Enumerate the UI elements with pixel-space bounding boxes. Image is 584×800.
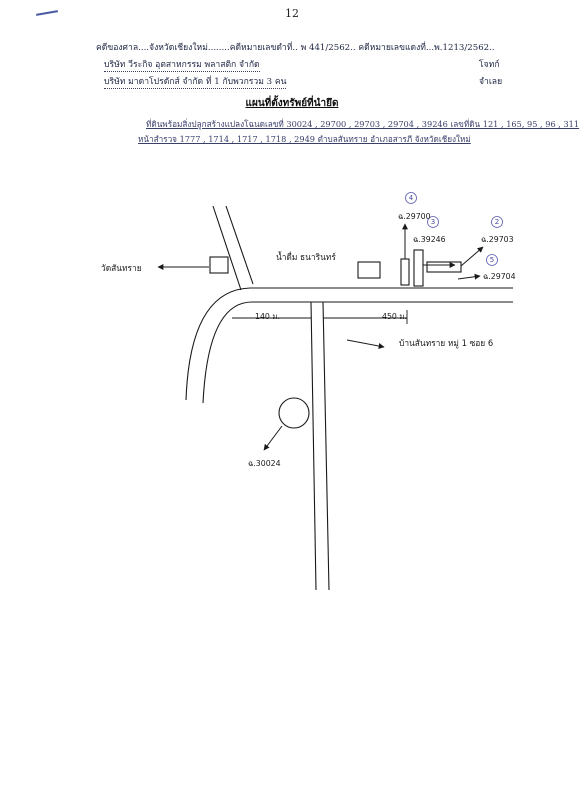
- marker-circle-4: [486, 254, 498, 266]
- distance-right-label: 450 ม.: [382, 312, 407, 321]
- plaintiff-name: บริษัท วีระกิจ อุตสาหกรรม พลาสติก จำกัด: [104, 57, 260, 72]
- temple-label: วัดสันทราย: [101, 263, 142, 273]
- page-number: 12: [285, 7, 299, 20]
- circled-number-3: 2: [494, 218, 500, 226]
- temple-building: [209, 256, 229, 274]
- arrow-30024: [263, 425, 283, 451]
- village-label: บ้านสันทราย หมู่ 1 ซอย 6: [399, 338, 494, 348]
- road-diagonal-left-edge: [212, 205, 242, 291]
- map-title: แผนที่ตั้งทรัพย์ที่นำยึด: [245, 98, 339, 109]
- plot-39246-building: [413, 249, 424, 287]
- water-shop-building: [357, 261, 381, 279]
- side-road-left-edge: [310, 301, 317, 591]
- defendant-role: จำเลย: [479, 77, 503, 87]
- road-diagonal-right-edge: [225, 205, 254, 285]
- deed-29704-label: ฉ.29704: [483, 272, 516, 281]
- plaintiff-role: โจทก์: [479, 60, 500, 70]
- arrow-village: [346, 339, 385, 349]
- property-description-line2: หน้าสำรวจ 1777 , 1714 , 1717 , 1718 , 29…: [138, 134, 471, 144]
- marker-circle-2: [427, 216, 439, 228]
- deed-30024-label: ฉ.30024: [248, 459, 281, 468]
- case-line: คดีของศาล....จังหวัดเชียงใหม่........คดี…: [96, 43, 495, 53]
- plot-30024-area: [278, 397, 310, 429]
- deed-29703-label: ฉ.29703: [481, 235, 514, 244]
- arrow-29703: [460, 246, 484, 267]
- side-road-right-edge: [322, 301, 330, 591]
- plot-29700-building: [400, 258, 410, 286]
- property-description-line1: ที่ดินพร้อมสิ่งปลูกสร้างแปลงโฉนดเลขที่ 3…: [146, 119, 580, 129]
- marker-circle-3: [491, 216, 503, 228]
- defendant-name: บริษัท มาดาโปรดักส์ จำกัด ที่ 1 กับพวกรว…: [104, 74, 287, 89]
- circled-number-2: 3: [430, 218, 436, 226]
- drinking-water-label: น้ำดื่ม ธนารินทร์: [276, 252, 336, 262]
- circled-number-1: 4: [408, 194, 414, 202]
- main-road-bottom-edge: [202, 301, 513, 404]
- marker-circle-1: [405, 192, 417, 204]
- deed-29700-label: ฉ.29700: [398, 212, 431, 221]
- plot-29703-building: [426, 261, 462, 273]
- deed-39246-label: ฉ.39246: [413, 235, 446, 244]
- circled-number-4: 5: [489, 256, 495, 264]
- distance-left-label: 140 ม.: [255, 312, 280, 321]
- arrow-29704: [457, 273, 481, 280]
- main-road-top-edge: [185, 287, 513, 401]
